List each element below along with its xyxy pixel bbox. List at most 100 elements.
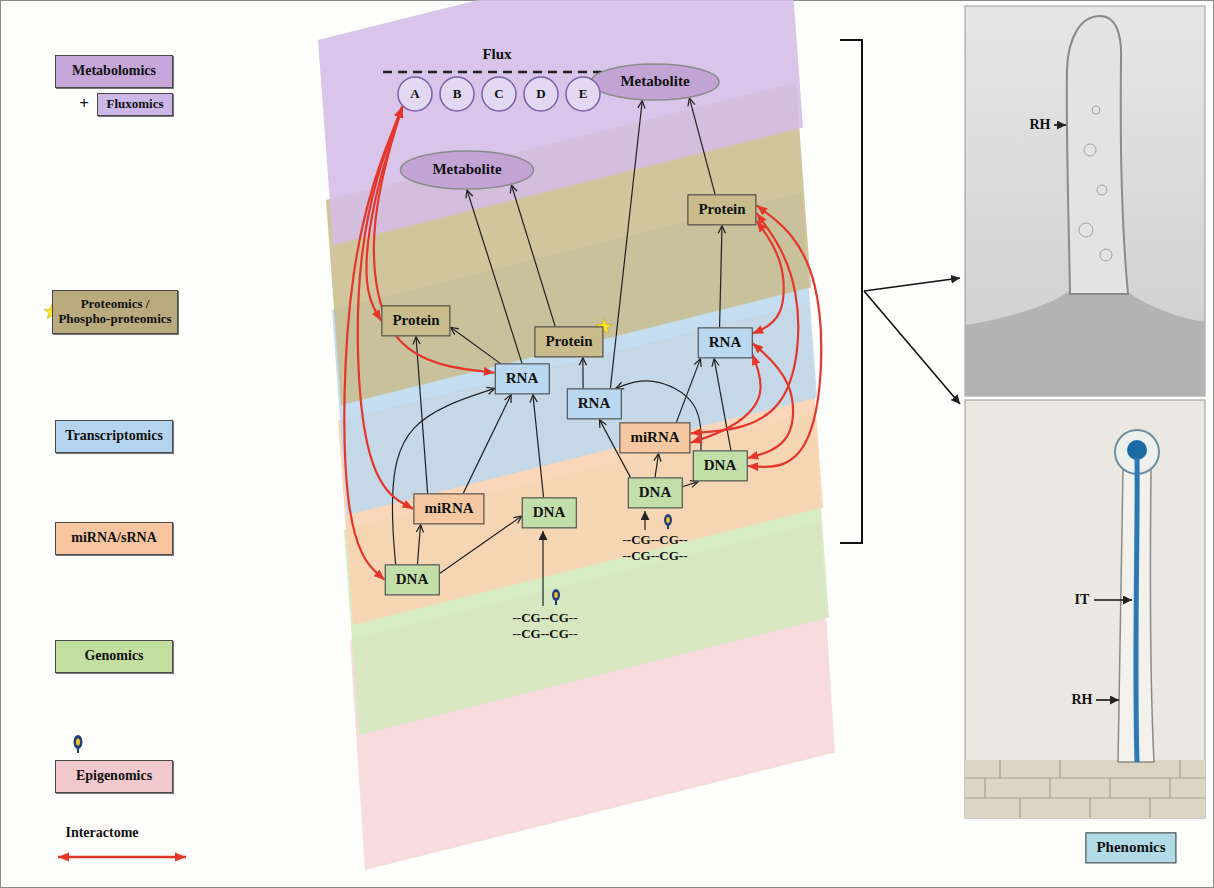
interaction-arrow bbox=[691, 213, 799, 433]
infection-thread-photo bbox=[1096, 699, 1119, 701]
interaction-arrow bbox=[691, 354, 761, 443]
node-text: RNA bbox=[578, 395, 611, 412]
regulation-arrow bbox=[689, 98, 715, 194]
node-text: Phenomics bbox=[1096, 839, 1165, 856]
methylation-pin bbox=[664, 514, 672, 529]
methylation-arrow bbox=[542, 531, 543, 606]
regulation-arrow bbox=[720, 226, 722, 328]
regulation-arrow bbox=[463, 395, 511, 494]
node-text: Metabolite bbox=[432, 161, 501, 178]
regulation-arrow bbox=[655, 454, 659, 478]
phenomics-box: Phenomics bbox=[1085, 832, 1176, 863]
node-text: Protein bbox=[698, 201, 745, 218]
protein-box: Protein bbox=[534, 326, 603, 357]
root-hair-photo bbox=[1097, 185, 1107, 195]
interaction-arrow bbox=[747, 205, 821, 467]
node-text: DNA bbox=[533, 504, 566, 521]
interaction-arrow bbox=[374, 107, 495, 373]
infection-thread-photo bbox=[965, 400, 1205, 818]
regulation-arrow bbox=[416, 337, 428, 494]
omics-layer-band bbox=[318, 0, 835, 870]
dna-box: DNA bbox=[628, 477, 683, 508]
interaction-arrow bbox=[344, 107, 402, 580]
infection-thread-photo bbox=[1136, 458, 1137, 762]
methylation-mark: --CG--CG-- bbox=[623, 549, 688, 564]
interactome-sample-arrow bbox=[58, 857, 186, 858]
legend-text: Metabolomics bbox=[72, 63, 156, 79]
legend-text: Transcriptomics bbox=[65, 428, 163, 444]
node-text: E bbox=[579, 87, 588, 102]
regulation-arrow bbox=[714, 359, 731, 451]
ellipse-outline bbox=[398, 77, 432, 111]
photo-label: RH bbox=[1072, 692, 1093, 708]
bracket bbox=[864, 291, 960, 404]
regulation-arrow bbox=[467, 190, 522, 363]
methylation-pin bbox=[76, 739, 80, 746]
root-hair-photo bbox=[965, 6, 1205, 396]
methylation-pin bbox=[554, 592, 558, 598]
ellipse-outline bbox=[591, 64, 719, 100]
interaction-arrow bbox=[367, 107, 403, 321]
metabolite-ellipse: Metabolite bbox=[590, 63, 720, 101]
methylation-pin bbox=[666, 517, 670, 523]
legend-text: miRNA/sRNA bbox=[71, 530, 157, 546]
node-text: DNA bbox=[639, 484, 672, 501]
node-text: Metabolite bbox=[620, 73, 689, 90]
infection-thread-photo bbox=[965, 760, 1205, 818]
node-text: Protein bbox=[392, 312, 439, 329]
flux-circle: A bbox=[397, 76, 433, 112]
methylation-mark: --CG--CG-- bbox=[623, 533, 688, 548]
photo-label: IT bbox=[1075, 592, 1090, 608]
legend-swatch: Transcriptomics bbox=[55, 420, 173, 453]
methylation-pin bbox=[74, 735, 83, 749]
methylation-pin bbox=[664, 514, 672, 526]
bracket bbox=[864, 278, 960, 291]
legend-swatch: miRNA/sRNA bbox=[55, 522, 173, 555]
dna-box: DNA bbox=[385, 564, 440, 595]
photo-label: RH bbox=[1030, 117, 1051, 133]
root-hair-photo bbox=[965, 292, 1205, 396]
protein-box: Protein bbox=[687, 194, 756, 225]
plus-sign: + bbox=[79, 94, 89, 114]
node-text: DNA bbox=[704, 457, 737, 474]
node-text: miRNA bbox=[424, 500, 473, 517]
bracket bbox=[840, 40, 862, 543]
omics-layer-band bbox=[318, 0, 803, 245]
legend-swatch: Fluxomics bbox=[97, 93, 173, 116]
rna-box: RNA bbox=[567, 388, 622, 419]
mirna-box: miRNA bbox=[413, 493, 484, 524]
root-hair-photo bbox=[1092, 106, 1100, 114]
node-text: B bbox=[453, 87, 462, 102]
flux-arrow bbox=[383, 71, 622, 74]
dna-box: DNA bbox=[693, 450, 748, 481]
methylation-arrow bbox=[644, 511, 645, 530]
flux-circle: B bbox=[439, 76, 475, 112]
flux-arrow bbox=[383, 72, 622, 73]
regulation-arrow bbox=[451, 327, 501, 363]
flux-circle: C bbox=[481, 76, 517, 112]
legend-text: Fluxomics bbox=[106, 97, 163, 112]
legend-swatch: Genomics bbox=[55, 640, 173, 673]
ellipse-outline bbox=[482, 77, 516, 111]
node-text: RNA bbox=[506, 370, 539, 387]
root-hair-photo bbox=[1054, 124, 1066, 126]
node-text: Protein bbox=[545, 333, 592, 350]
node-text: miRNA bbox=[630, 429, 679, 446]
ellipse-outline bbox=[401, 151, 534, 189]
legend-text: Proteomics / Phospho-proteomics bbox=[57, 297, 173, 327]
methylation-mark: --CG--CG-- bbox=[513, 611, 578, 626]
flux-label: Flux bbox=[482, 46, 511, 63]
root-hair-photo bbox=[1100, 249, 1112, 261]
legend-text: Epigenomics bbox=[76, 768, 152, 784]
interaction-arrow bbox=[747, 343, 793, 458]
legend-entry: Interactome bbox=[52, 822, 152, 844]
regulation-arrow bbox=[392, 388, 494, 564]
node-text: RNA bbox=[709, 334, 742, 351]
legend-swatch: Epigenomics bbox=[55, 760, 173, 793]
regulation-arrow bbox=[533, 395, 544, 498]
regulation-arrow bbox=[511, 185, 555, 326]
